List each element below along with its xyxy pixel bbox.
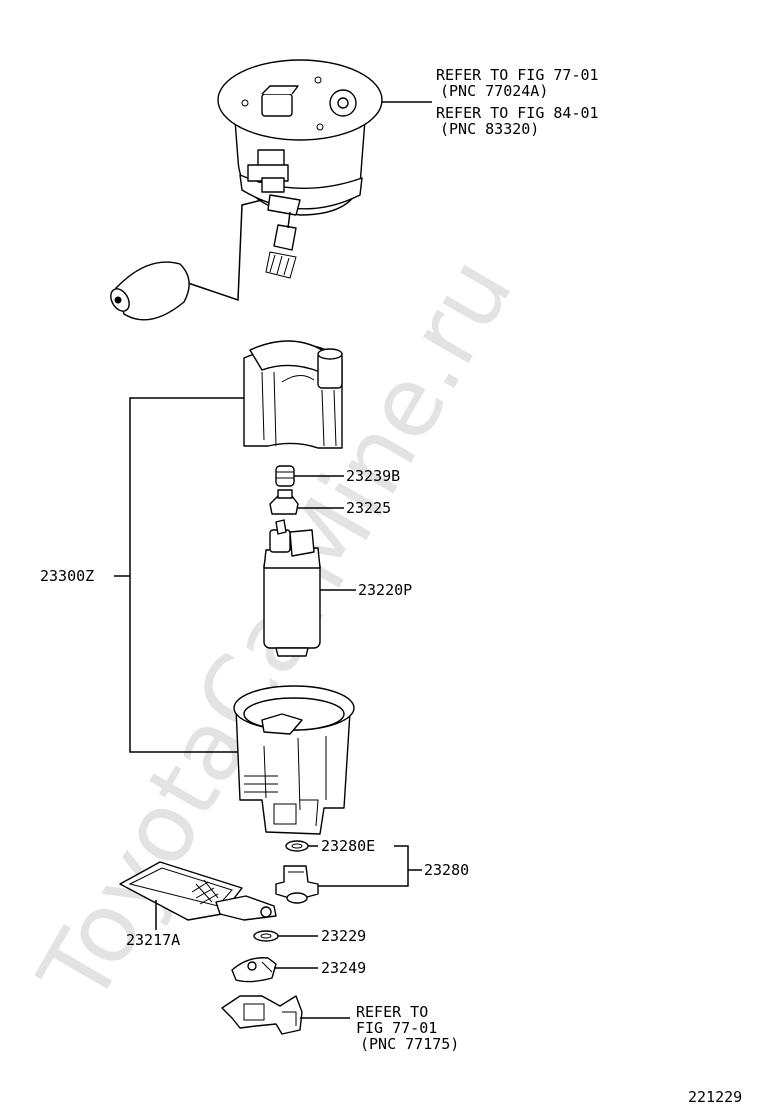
label-23300z: 23300Z — [40, 567, 94, 585]
lower-housing — [233, 685, 355, 835]
part-23225-shape — [269, 489, 299, 515]
bracket-23300z — [129, 397, 244, 753]
label-ref-bottom-1: REFER TO — [356, 1003, 428, 1021]
washer-23229-shape — [253, 930, 279, 942]
label-23280: 23280 — [424, 861, 469, 879]
fuel-pump-shape — [263, 519, 321, 657]
bottom-bracket-shape — [221, 995, 303, 1035]
label-23220p: 23220P — [358, 581, 412, 599]
clip-23249-shape — [231, 957, 277, 983]
label-23225: 23225 — [346, 499, 391, 517]
label-23239b: 23239B — [346, 467, 400, 485]
label-ref-bottom-3: (PNC 77175) — [360, 1035, 459, 1053]
oring-23280e-shape — [285, 840, 309, 852]
label-ref-top-2: (PNC 77024A) — [440, 82, 548, 100]
label-ref-top-3: REFER TO FIG 84-01 — [436, 104, 599, 122]
bracket-23280 — [318, 845, 409, 887]
label-23217a: 23217A — [126, 931, 180, 949]
label-23249: 23249 — [321, 959, 366, 977]
label-23229: 23229 — [321, 927, 366, 945]
filter-23217a-shape — [119, 861, 277, 921]
part-23239b-shape — [275, 465, 295, 487]
label-ref-bottom-2: FIG 77-01 — [356, 1019, 437, 1037]
upper-housing — [243, 340, 343, 449]
label-23280e: 23280E — [321, 837, 375, 855]
label-ref-top-4: (PNC 83320) — [440, 120, 539, 138]
regulator-23280-shape — [275, 865, 319, 904]
figure-number: 221229 — [688, 1088, 742, 1106]
pump-cover-assembly — [110, 59, 383, 321]
label-ref-top-1: REFER TO FIG 77-01 — [436, 66, 599, 84]
